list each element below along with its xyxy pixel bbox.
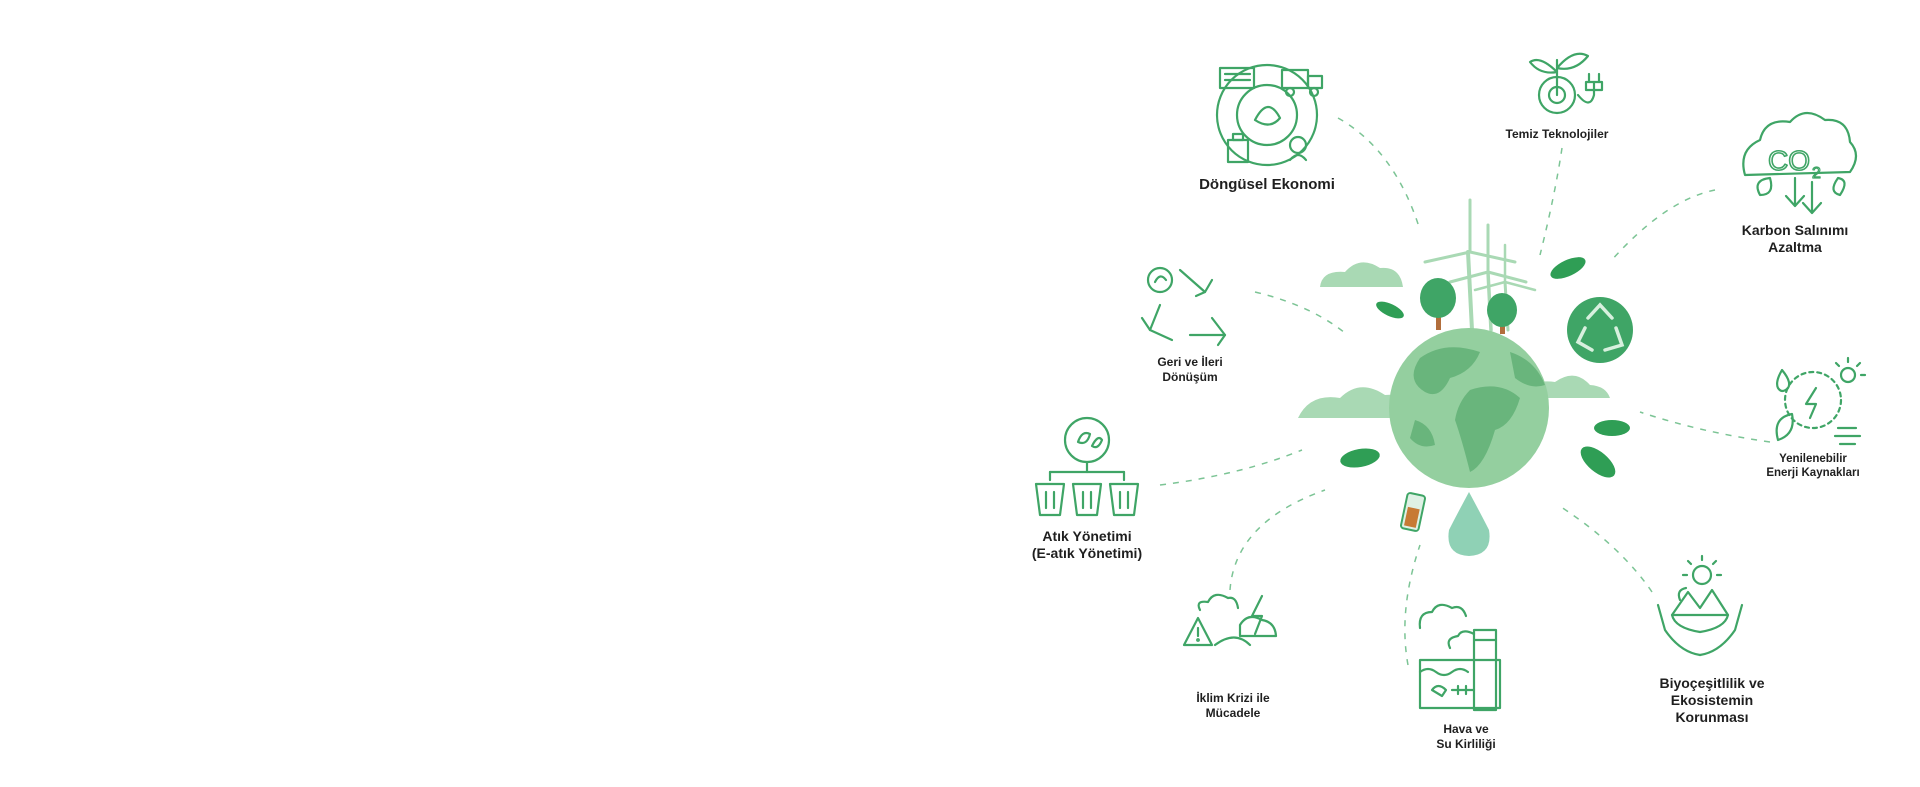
label-yenilenebilir-line-2: Enerji Kaynakları — [1766, 467, 1860, 480]
waste-bins-icon — [1034, 416, 1140, 517]
label-hava-line-2: Su Kirliliği — [1436, 736, 1496, 751]
label-geri-line-2: Dönüşüm — [1162, 369, 1218, 384]
label-hava: Hava ve Su Kirliliği — [1436, 722, 1495, 751]
label-geri-line-1: Geri ve İleri — [1157, 355, 1223, 369]
svg-text:2: 2 — [1812, 165, 1821, 182]
label-iklim-line-2: Mücadele — [1205, 705, 1261, 720]
label-karbon-line-1: Karbon Salınımı — [1741, 222, 1849, 238]
recycle-arrows-icon — [1140, 266, 1227, 347]
water-drop-icon — [1448, 492, 1490, 556]
biodiversity-hands-icon — [1656, 554, 1744, 657]
connector-hava — [1404, 544, 1421, 666]
connectors — [1159, 117, 1771, 666]
renewable-energy-icon — [1775, 356, 1867, 446]
label-temiz-line-1: Temiz Teknolojiler — [1505, 127, 1609, 141]
globe-icon — [1389, 328, 1549, 488]
tree-icon — [1420, 278, 1517, 334]
label-atik: Atık Yönetimi (E-atık Yönetimi) — [1032, 528, 1142, 562]
label-biyo: Biyoçeşitlilik ve Ekosistemin Korunması — [1659, 675, 1764, 726]
label-geri: Geri ve İleri Dönüşüm — [1157, 355, 1222, 384]
label-dongusel-line-1: Döngüsel Ekonomi — [1199, 176, 1335, 193]
label-dongusel: Döngüsel Ekonomi — [1199, 176, 1335, 194]
label-iklim-line-1: İklim Krizi ile — [1196, 691, 1270, 705]
co2-cloud-icon: CO 2 — [1742, 111, 1858, 215]
connector-karbon — [1609, 189, 1716, 263]
battery-icon — [1400, 492, 1426, 532]
leaf-icon — [1340, 257, 1630, 478]
connector-temiz — [1539, 147, 1563, 256]
climate-crisis-icon — [1182, 593, 1278, 647]
label-atik-line-2: (E-atık Yönetimi) — [1031, 545, 1143, 562]
svg-text:CO: CO — [1768, 145, 1810, 176]
label-karbon-line-2: Azaltma — [1768, 239, 1822, 256]
pollution-factory-icon — [1418, 603, 1502, 712]
connector-dongusel — [1337, 117, 1421, 231]
label-yenilenebilir: Yenilenebilir Enerji Kaynakları — [1766, 452, 1859, 480]
label-yenilenebilir-line-1: Yenilenebilir — [1779, 453, 1847, 465]
label-biyo-line-1: Biyoçeşitlilik ve — [1659, 675, 1765, 691]
label-temiz: Temiz Teknolojiler — [1506, 127, 1609, 142]
label-karbon: Karbon Salınımı Azaltma — [1742, 222, 1849, 256]
connector-iklim — [1229, 489, 1326, 591]
recycle-badge-icon — [1567, 297, 1633, 363]
connector-yenilenebilir — [1639, 411, 1771, 443]
center-illustration — [1298, 198, 1633, 556]
circular-economy-icon — [1215, 63, 1324, 167]
label-atik-line-1: Atık Yönetimi — [1042, 528, 1132, 544]
label-iklim: İklim Krizi ile Mücadele — [1196, 691, 1269, 720]
clean-tech-icon — [1528, 52, 1604, 115]
connector-atik — [1159, 449, 1303, 486]
label-biyo-line-2: Ekosistemin — [1670, 692, 1754, 709]
connector-geri — [1254, 291, 1346, 334]
label-hava-line-1: Hava ve — [1443, 722, 1489, 736]
connector-biyo — [1557, 504, 1653, 593]
label-biyo-line-3: Korunması — [1675, 709, 1749, 726]
